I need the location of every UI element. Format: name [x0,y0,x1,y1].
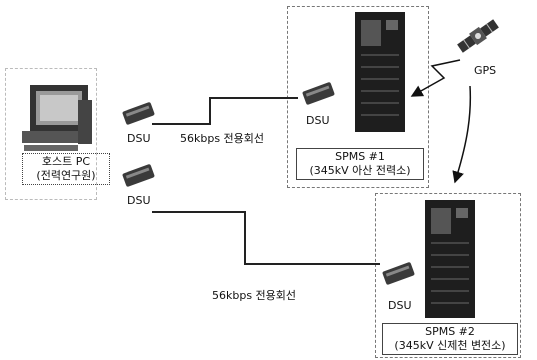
spms-1-name: SPMS #1 [297,150,423,164]
spms-2-cabinet-icon [425,200,475,318]
spms-1-location: (345kV 아산 전력소) [297,164,423,178]
leased-line-2-label: 56kbps 전용회선 [212,287,296,303]
dsu-label-host-2: DSU [127,194,151,207]
spms-2-caption: SPMS #2 (345kV 신제천 변전소) [382,323,518,355]
host-pc-icon [22,85,92,151]
leased-line-1-label: 56kbps 전용회선 [180,130,264,146]
spms-1-cabinet-icon [355,12,405,132]
gps-signal-1 [412,60,460,96]
leased-line-2 [152,212,380,264]
dsu-icon-host-2 [122,164,155,187]
dsu-label-host-1: DSU [127,132,151,145]
leased-line-1 [152,98,298,124]
host-org: (전력연구원) [23,169,109,183]
host-caption: 호스트 PC (전력연구원) [22,153,110,185]
dsu-label-site-1: DSU [306,114,330,127]
dsu-label-site-2: DSU [388,299,412,312]
gps-signal-2 [455,86,470,182]
dsu-icon-site-1 [302,82,335,105]
dsu-icon-host-1 [122,102,155,125]
host-name: 호스트 PC [23,155,109,169]
spms-2-name: SPMS #2 [383,325,517,339]
dsu-icon-site-2 [382,262,415,285]
gps-label: GPS [474,64,496,77]
gps-satellite-icon [456,18,500,55]
spms-2-location: (345kV 신제천 변전소) [383,339,517,353]
spms-1-caption: SPMS #1 (345kV 아산 전력소) [296,148,424,180]
